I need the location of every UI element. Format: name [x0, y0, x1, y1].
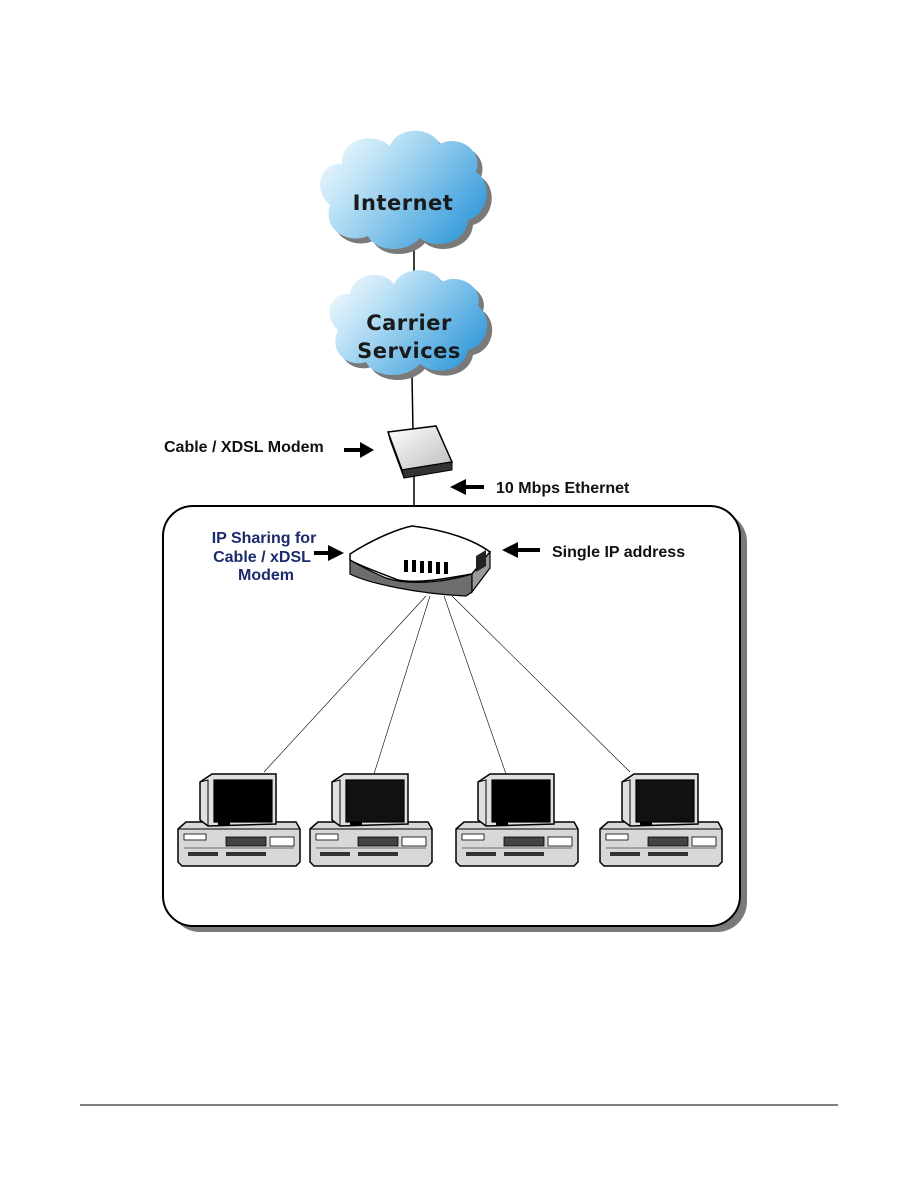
internet-cloud-icon [320, 130, 492, 255]
internet-label: Internet [353, 191, 454, 215]
arrow-left-icon [450, 479, 484, 495]
lan-links [263, 595, 631, 775]
carrier-label-line2: Services [357, 339, 461, 363]
carrier-label-line1: Carrier [366, 311, 452, 335]
ip-sharing-label-line2: Cable / xDSL [213, 549, 311, 566]
single-ip-label: Single IP address [552, 544, 685, 561]
ip-sharing-label-line1: IP Sharing for [212, 530, 317, 547]
ip-sharing-label-line3: Modem [238, 567, 294, 584]
lan-boundary [162, 505, 741, 927]
modem-icon [386, 425, 454, 479]
ethernet-label: 10 Mbps Ethernet [496, 480, 630, 497]
carrier-services-cloud-icon [329, 270, 493, 381]
router-icon [349, 525, 492, 597]
arrow-left-icon [502, 542, 540, 558]
arrow-right-icon [314, 545, 344, 561]
arrow-right-icon [344, 442, 374, 458]
modem-label: Cable / XDSL Modem [164, 439, 324, 456]
